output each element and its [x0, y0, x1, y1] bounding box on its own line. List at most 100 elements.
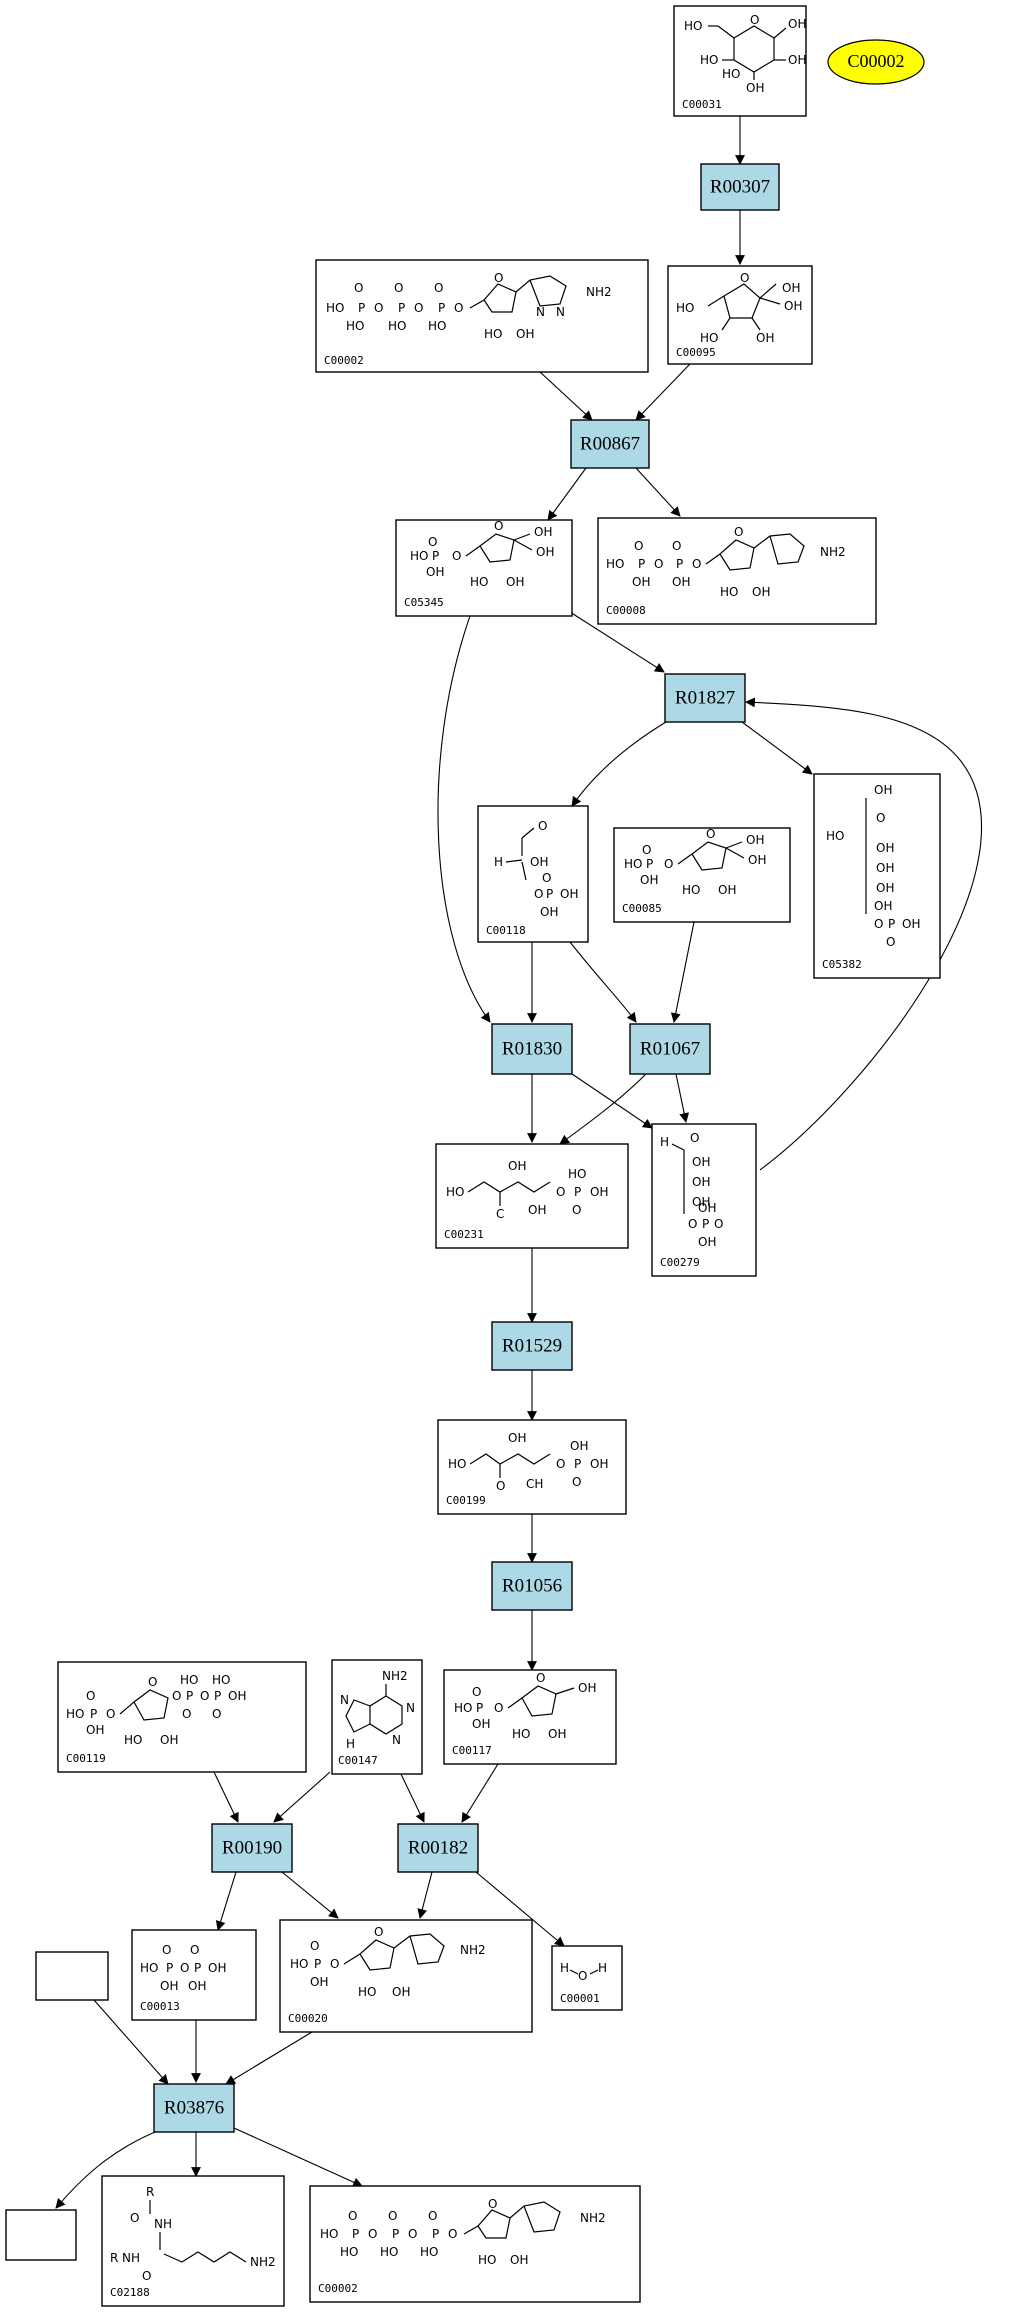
reaction-node-r03876[interactable]: R03876 — [153, 2083, 235, 2133]
svg-text:H: H — [560, 1961, 569, 1975]
svg-text:P: P — [314, 1957, 321, 1971]
compound-node-c00002-top[interactable]: HO P P P O O O O O O HO HO HO O NH2 HO O… — [315, 259, 649, 373]
structure-c00118: O H OH O P OH O OH — [494, 819, 578, 919]
svg-text:O: O — [162, 1943, 171, 1957]
svg-text:O: O — [172, 1689, 181, 1703]
compound-node-c00199[interactable]: HO O OH CH O P OH OH O C00199 — [437, 1419, 627, 1515]
edge-r01830-c00279 — [571, 1073, 653, 1129]
svg-text:R01827: R01827 — [675, 687, 735, 708]
svg-text:O: O — [494, 271, 503, 285]
svg-text:P: P — [574, 1185, 581, 1199]
compound-node-c00013[interactable]: HO P O P OH O O OH OH C00013 — [131, 1929, 257, 2021]
edge-c00119-r00190 — [213, 1771, 239, 1823]
svg-text:O: O — [688, 1217, 697, 1231]
structure-c00002-top: HO P P P O O O O O O HO HO HO O NH2 HO O… — [326, 271, 612, 341]
svg-text:O: O — [374, 301, 383, 315]
svg-text:HO: HO — [380, 2245, 398, 2259]
structure-c00002-bottom: HO P P P O O O O O O HO HO HO O NH2 HO O… — [320, 2197, 606, 2267]
svg-text:HO: HO — [320, 2227, 338, 2241]
svg-text:O: O — [706, 827, 715, 841]
compound-node-c05382[interactable]: OH O HO OH OH OH OH O P OH O C05382 — [813, 773, 941, 979]
compound-node-c00147[interactable]: NH2 N N N H C00147 — [331, 1659, 423, 1775]
compound-node-c00008[interactable]: HO P O P O O O OH OH O NH2 HO OH C00008 — [597, 517, 877, 625]
svg-text:OH: OH — [876, 841, 894, 855]
svg-text:OH: OH — [698, 1235, 716, 1249]
svg-text:HO: HO — [346, 319, 364, 333]
compound-node-c00231[interactable]: HO C OH OH O P HO OH O C00231 — [435, 1143, 629, 1249]
svg-text:OH: OH — [784, 299, 802, 313]
svg-text:P: P — [352, 2227, 359, 2241]
reaction-node-r00182[interactable]: R00182 — [397, 1823, 479, 1873]
compound-node-c00031[interactable]: HO O OH OH HO OH HO C00031 — [673, 5, 807, 117]
svg-text:N: N — [556, 305, 565, 319]
svg-text:C00279: C00279 — [660, 1256, 700, 1269]
compound-node-c00085[interactable]: HO P O OH O O OH OH HO OH C00085 — [613, 827, 791, 923]
compound-node-c00002-bottom[interactable]: HO P P P O O O O O O HO HO HO O NH2 HO O… — [309, 2185, 641, 2303]
edge-r00867-c05345 — [547, 467, 587, 521]
edge-c00020-r03876 — [225, 2031, 313, 2085]
reaction-node-r01827[interactable]: R01827 — [664, 673, 746, 723]
svg-text:P: P — [638, 557, 645, 571]
structure-c00147: NH2 N N N H — [340, 1669, 415, 1751]
svg-text:O: O — [654, 557, 663, 571]
svg-text:R03876: R03876 — [164, 2097, 224, 2118]
svg-text:HO: HO — [326, 301, 344, 315]
compound-node-c00095[interactable]: HO O OH OH HO OH C00095 — [667, 265, 813, 365]
svg-text:R00182: R00182 — [408, 1837, 468, 1858]
compound-node-c00279[interactable]: H O OH OH OH O P O OH OH C00279 — [651, 1123, 757, 1277]
compound-node-c00117[interactable]: HO P O OH O O OH HO OH C00117 — [443, 1669, 617, 1765]
svg-text:OH: OH — [560, 887, 578, 901]
svg-text:O: O — [876, 811, 885, 825]
edge-r00182-c00001 — [475, 1871, 565, 1947]
reaction-node-r01529[interactable]: R01529 — [491, 1321, 573, 1371]
svg-text:C05382: C05382 — [822, 958, 862, 971]
svg-text:O: O — [310, 1939, 319, 1953]
svg-text:NH2: NH2 — [382, 1669, 408, 1683]
svg-text:HO: HO — [676, 301, 694, 315]
svg-text:OH: OH — [752, 585, 770, 599]
reaction-node-r00307[interactable]: R00307 — [700, 163, 780, 211]
svg-text:HO: HO — [568, 1167, 586, 1181]
svg-text:OH: OH — [692, 1175, 710, 1189]
reaction-node-r01067[interactable]: R01067 — [629, 1023, 711, 1075]
structure-c00279: H O OH OH OH O P O OH OH — [660, 1131, 723, 1249]
compound-node-c00001[interactable]: H O H C00001 — [551, 1945, 623, 2011]
svg-text:C00117: C00117 — [452, 1744, 492, 1757]
svg-text:NH: NH — [122, 2251, 140, 2265]
edge-c00095-r00867 — [635, 363, 691, 421]
svg-text:P: P — [432, 549, 439, 563]
reaction-node-r01830[interactable]: R01830 — [491, 1023, 573, 1075]
svg-text:O: O — [130, 2211, 139, 2225]
svg-text:HO: HO — [454, 1701, 472, 1715]
svg-text:O: O — [394, 281, 403, 295]
svg-text:OH: OH — [570, 1439, 588, 1453]
compound-node-c00020[interactable]: HO P O OH O O NH2 HO OH C00020 — [279, 1919, 533, 2033]
reaction-node-r00190[interactable]: R00190 — [211, 1823, 293, 1873]
structure-c00085: HO P O OH O O OH OH HO OH — [624, 827, 766, 897]
svg-text:HO: HO — [684, 19, 702, 33]
legend-compound-node[interactable]: C00002 — [827, 39, 925, 85]
svg-text:P: P — [214, 1689, 221, 1703]
svg-text:R01056: R01056 — [502, 1575, 562, 1596]
compound-node-c00118[interactable]: O H OH O P OH O OH C00118 — [477, 805, 589, 943]
svg-text:HO: HO — [700, 331, 718, 345]
svg-text:O: O — [536, 1671, 545, 1685]
svg-text:OH: OH — [508, 1431, 526, 1445]
compound-node-c02188[interactable]: R O NH NH2 R NH O C02188 — [101, 2175, 285, 2307]
svg-text:C: C — [496, 1207, 504, 1221]
edge-c05345-r01830 — [437, 615, 491, 1023]
svg-text:OH: OH — [746, 833, 764, 847]
reaction-node-r00867[interactable]: R00867 — [570, 419, 650, 469]
svg-text:O: O — [494, 1701, 503, 1715]
svg-text:P: P — [888, 917, 895, 931]
compound-node-c00119[interactable]: HO P O OH O O O P O P OH HO HO O O HO OH… — [57, 1661, 307, 1773]
svg-text:P: P — [186, 1689, 193, 1703]
reaction-node-r01056[interactable]: R01056 — [491, 1561, 573, 1611]
svg-text:O: O — [578, 1969, 587, 1983]
compound-node-unknown-top[interactable] — [35, 1951, 109, 2001]
compound-node-unknown-bottom[interactable] — [5, 2209, 77, 2261]
compound-node-c05345[interactable]: HO P O OH O O OH OH HO OH C05345 — [395, 519, 573, 617]
edge-r01827-c00118 — [571, 721, 667, 807]
svg-text:C00199: C00199 — [446, 1494, 486, 1507]
